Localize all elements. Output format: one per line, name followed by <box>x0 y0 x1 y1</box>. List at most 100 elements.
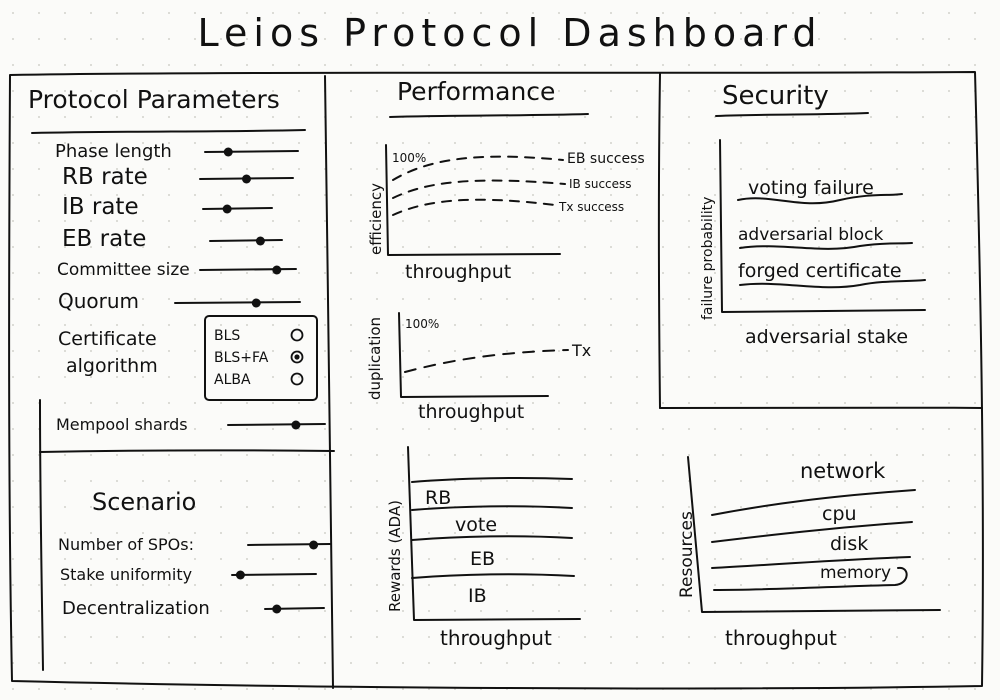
slider-label: Number of SPOs: <box>58 535 194 554</box>
slider-committee-size[interactable]: Committee size <box>57 260 297 280</box>
rewards-axes <box>407 446 581 621</box>
resources-series-label-3: disk <box>830 533 868 555</box>
slider-knob[interactable] <box>255 236 265 246</box>
slider-label: IB rate <box>62 194 139 220</box>
radio-label: ALBA <box>214 372 251 388</box>
slider-label: Quorum <box>58 289 139 313</box>
slider-label: RB rate <box>62 164 148 190</box>
resources-series-label-4: memory <box>820 563 891 583</box>
rewards-band-label-3: EB <box>470 548 495 570</box>
slider-knob[interactable] <box>242 174 251 184</box>
performance-panel: Performance efficiency 100% throughput E… <box>366 77 645 650</box>
slider-number-of-spos[interactable]: Number of SPOs: <box>58 535 331 554</box>
slider-track[interactable] <box>174 301 301 304</box>
disk-line <box>711 556 911 569</box>
slider-label: EB rate <box>62 226 146 252</box>
efficiency-chart: efficiency 100% throughput EB success IB… <box>367 144 645 283</box>
rewards-band-label-4: IB <box>468 585 487 607</box>
tx-success-line <box>392 198 556 216</box>
slider-track[interactable] <box>231 573 317 576</box>
adversarial-block-curve <box>739 242 913 250</box>
security-ylabel: failure probability <box>700 197 716 320</box>
slider-phase-length[interactable]: Phase length <box>55 141 299 162</box>
security-panel: Security failure probability voting fail… <box>700 81 926 348</box>
title-underline <box>715 112 869 117</box>
radio-circle[interactable] <box>290 372 304 386</box>
slider-mempool-shards[interactable]: Mempool shards <box>56 415 326 434</box>
dashboard-frame <box>8 71 984 690</box>
slider-label: Stake uniformity <box>60 565 192 584</box>
slider-knob[interactable] <box>291 420 301 430</box>
memory-line <box>713 566 908 591</box>
duplication-axes <box>398 312 549 398</box>
mempool-shards-slider[interactable]: Mempool shards <box>56 415 326 434</box>
slider-decentralization[interactable]: Decentralization <box>62 598 325 619</box>
efficiency-series-label-3: Tx success <box>558 200 624 214</box>
efficiency-axes <box>385 144 561 256</box>
slider-track[interactable] <box>209 239 283 242</box>
efficiency-series-lines <box>392 155 566 216</box>
slider-track[interactable] <box>204 150 299 153</box>
resources-series-label-1: network <box>800 459 886 483</box>
performance-title: Performance <box>397 77 555 106</box>
rewards-xlabel: throughput <box>440 626 552 650</box>
scenario-panel: Scenario Number of SPOs:Stake uniformity… <box>58 488 331 619</box>
slider-knob[interactable] <box>235 570 245 580</box>
duplication-tx-line <box>404 349 569 373</box>
rewards-band-lines <box>411 477 575 579</box>
radio-label: BLS <box>214 328 240 344</box>
duplication-ylabel: duplication <box>366 317 384 400</box>
radio-circle[interactable] <box>290 350 304 364</box>
efficiency-ylabel: efficiency <box>367 183 385 255</box>
radio-option-bls[interactable]: BLS <box>214 328 304 344</box>
resources-xlabel: throughput <box>725 626 837 650</box>
forged-certificate-curve <box>739 279 926 289</box>
certificate-label-line2: algorithm <box>66 355 158 377</box>
slider-eb-rate[interactable]: EB rate <box>62 226 283 252</box>
resources-ylabel: Resources <box>677 511 697 598</box>
slider-knob[interactable] <box>222 204 232 214</box>
efficiency-series-label-2: IB success <box>569 177 632 191</box>
rewards-band-line <box>411 573 575 579</box>
efficiency-series-label-1: EB success <box>567 151 645 167</box>
duplication-xlabel: throughput <box>418 401 524 423</box>
duplication-chart: duplication 100% Tx throughput <box>366 312 591 423</box>
radio-option-bls-fa[interactable]: BLS+FA <box>214 350 304 366</box>
slider-knob[interactable] <box>223 147 233 157</box>
rewards-band-line <box>411 477 573 483</box>
security-xlabel: adversarial stake <box>745 326 908 348</box>
slider-ib-rate[interactable]: IB rate <box>62 194 273 220</box>
title-underline <box>389 113 589 118</box>
slider-track[interactable] <box>202 207 273 210</box>
slider-knob[interactable] <box>272 265 282 275</box>
slider-knob[interactable] <box>309 540 319 550</box>
resources-series-label-2: cpu <box>822 503 857 525</box>
rewards-band-line <box>411 505 573 511</box>
rewards-band-label-2: vote <box>455 514 497 536</box>
duplication-top-label: 100% <box>405 317 439 331</box>
radio-circle[interactable] <box>290 328 304 342</box>
title-underline <box>31 129 306 134</box>
slider-label: Phase length <box>55 141 172 162</box>
network-line <box>711 489 916 516</box>
protocol-parameters-title: Protocol Parameters <box>28 85 280 114</box>
slider-knob[interactable] <box>251 298 261 308</box>
slider-track[interactable] <box>227 423 326 426</box>
efficiency-top-label: 100% <box>392 151 426 165</box>
ib-success-line <box>392 179 566 199</box>
slider-rb-rate[interactable]: RB rate <box>62 164 294 190</box>
rewards-band-label-1: RB <box>425 487 451 509</box>
rewards-band-line <box>411 535 573 541</box>
slider-label: Decentralization <box>62 598 210 619</box>
certificate-label-line1: Certificate <box>58 328 157 350</box>
radio-selected-dot <box>294 354 300 360</box>
slider-knob[interactable] <box>272 604 282 614</box>
slider-track[interactable] <box>199 268 297 271</box>
slider-quorum[interactable]: Quorum <box>58 289 301 313</box>
radio-option-alba[interactable]: ALBA <box>214 372 304 388</box>
security-series-label-2: adversarial block <box>738 225 884 245</box>
certificate-options: BLS BLS+FA ALBA <box>214 328 304 388</box>
slider-stake-uniformity[interactable]: Stake uniformity <box>60 565 317 584</box>
